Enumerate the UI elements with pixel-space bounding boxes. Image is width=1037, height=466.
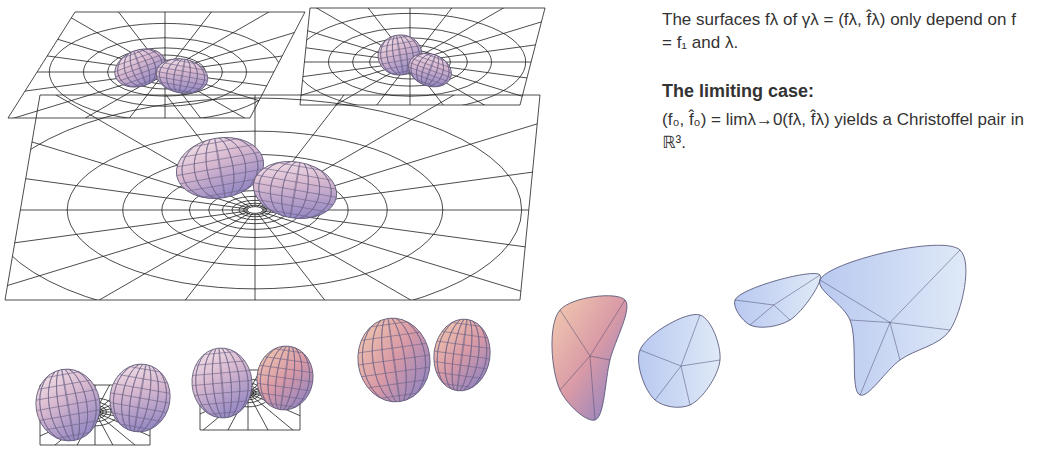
surface-patch bbox=[352, 311, 436, 408]
cusp-surface bbox=[552, 296, 627, 421]
surface-patch bbox=[30, 362, 106, 448]
parameter-mesh bbox=[0, 0, 995, 466]
surface-patch bbox=[104, 358, 175, 439]
surface-patch bbox=[253, 341, 318, 415]
surface-patch bbox=[404, 47, 457, 94]
surface-patch bbox=[249, 154, 342, 226]
cusp-surface bbox=[639, 314, 721, 407]
parameter-mesh bbox=[0, 0, 1037, 440]
surface-patch bbox=[153, 54, 210, 98]
surface-patch bbox=[429, 314, 495, 397]
section-heading: The limiting case: bbox=[662, 80, 1030, 103]
mesh-border bbox=[5, 95, 540, 300]
parameter-mesh bbox=[0, 0, 1037, 450]
surface-patch bbox=[189, 344, 255, 422]
mesh-border bbox=[8, 12, 305, 118]
cusp-surface bbox=[820, 245, 966, 395]
cusp-surface bbox=[735, 273, 821, 327]
note-text: (f₀, f̂₀) = limλ→0(fλ, f̂λ) yields a Chr… bbox=[662, 108, 1030, 154]
surface-patch bbox=[171, 129, 269, 206]
mesh-border bbox=[300, 8, 545, 105]
note-text: The surfaces fλ of γλ = (fλ, f̂λ) only d… bbox=[662, 8, 1030, 54]
